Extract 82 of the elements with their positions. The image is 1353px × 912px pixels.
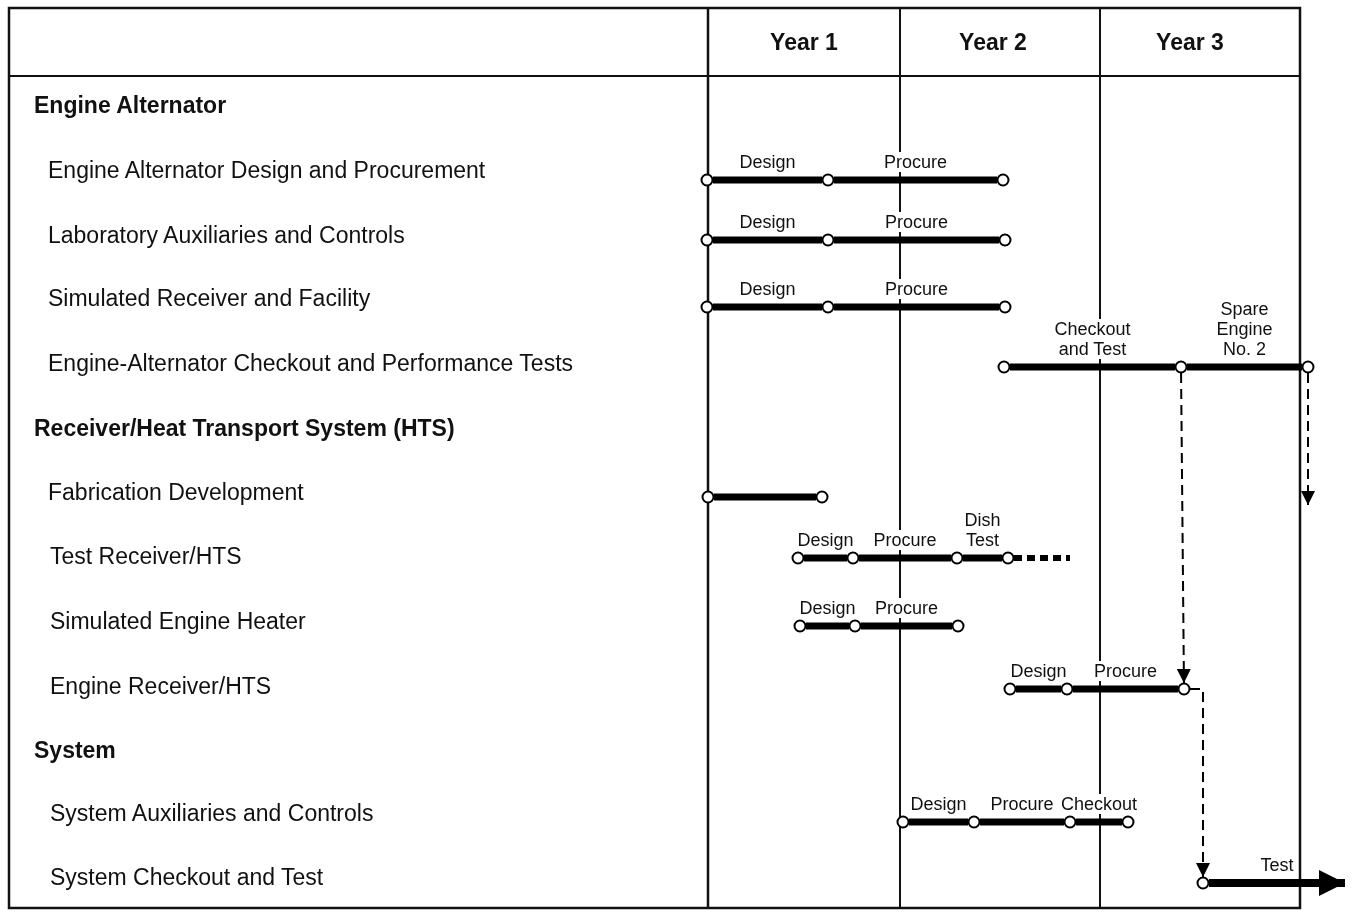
milestone-circle: [821, 300, 835, 314]
task-bar: [804, 554, 847, 562]
edge-label: Design: [737, 212, 798, 232]
edge-label: Procure: [871, 530, 939, 550]
dashed-arrow: [1301, 372, 1315, 506]
edge-label: Design: [1008, 661, 1069, 681]
edge-label: Checkout: [1059, 794, 1139, 814]
edge-label: Procure: [882, 152, 949, 172]
column-header: Year 3: [1156, 28, 1224, 56]
edge-label: Design: [797, 598, 858, 618]
milestone-circle: [700, 173, 714, 187]
milestone-circle: [701, 490, 715, 504]
row-label: Engine-Alternator Checkout and Performance Tests: [48, 349, 574, 377]
dashed-arrow: [1176, 372, 1191, 684]
edge-label: Design: [795, 530, 856, 550]
edge-label: Procure: [883, 279, 950, 299]
row-label: System Auxiliaries and Controls: [50, 799, 374, 827]
task-bar: [1073, 685, 1178, 693]
milestone-circle: [1060, 682, 1074, 696]
task-bar: [834, 176, 997, 184]
milestone-circle: [998, 233, 1012, 247]
milestone-circle: [951, 619, 965, 633]
task-bar: [980, 818, 1064, 826]
milestone-circle: [821, 233, 835, 247]
section-heading: Engine Alternator: [34, 91, 227, 119]
row-label: Engine Receiver/HTS: [50, 672, 272, 700]
milestone-circle: [1001, 551, 1015, 565]
row-label: Test Receiver/HTS: [50, 542, 242, 570]
milestone-circle: [700, 300, 714, 314]
milestone-circle: [997, 360, 1011, 374]
section-heading: System: [34, 736, 116, 764]
milestone-circle: [1121, 815, 1135, 829]
edge-label: Design: [737, 279, 798, 299]
edge-label: Procure: [883, 212, 950, 232]
task-bar: [713, 303, 822, 311]
milestone-circle: [1174, 360, 1188, 374]
task-bar: [1187, 363, 1302, 371]
task-bar: [859, 554, 951, 562]
task-bar: [1076, 818, 1122, 826]
milestone-circle: [996, 173, 1010, 187]
milestone-circle: [1003, 682, 1017, 696]
task-bar: [963, 554, 1002, 562]
task-bar: [713, 176, 822, 184]
edge-label: Procure: [1092, 661, 1159, 681]
milestone-circle: [896, 815, 910, 829]
edge-label: Design: [908, 794, 969, 814]
row-label: System Checkout and Test: [50, 863, 324, 891]
row-label: Laboratory Auxiliaries and Controls: [48, 221, 405, 249]
milestone-circle: [848, 619, 862, 633]
dashed-arrow: [1189, 688, 1210, 878]
task-bar: [714, 493, 816, 501]
edge-label: Design: [737, 152, 798, 172]
milestone-circle: [998, 300, 1012, 314]
dashed-line: [1014, 555, 1070, 561]
task-bar: [713, 236, 822, 244]
row-label: Engine Alternator Design and Procurement: [48, 156, 486, 184]
task-bar: [834, 303, 999, 311]
edge-label: Procure: [873, 598, 940, 618]
task-bar: [834, 236, 999, 244]
milestone-circle: [1177, 682, 1191, 696]
task-bar: [909, 818, 968, 826]
milestone-circle: [1063, 815, 1077, 829]
task-bar: [806, 622, 849, 630]
row-label: Fabrication Development: [48, 478, 304, 506]
milestone-circle: [791, 551, 805, 565]
milestone-circle: [846, 551, 860, 565]
task-bar: [1016, 685, 1061, 693]
row-label: Simulated Receiver and Facility: [48, 284, 371, 312]
milestone-circle: [1301, 360, 1315, 374]
milestone-circle: [1196, 876, 1210, 890]
task-bar: [1010, 363, 1175, 371]
section-heading: Receiver/Heat Transport System (HTS): [34, 414, 455, 442]
milestone-circle: [815, 490, 829, 504]
milestone-circle: [821, 173, 835, 187]
milestone-circle: [793, 619, 807, 633]
milestone-circle: [967, 815, 981, 829]
row-label: Simulated Engine Heater: [50, 607, 306, 635]
column-header: Year 2: [959, 28, 1027, 56]
task-bar: [861, 622, 952, 630]
milestone-circle: [700, 233, 714, 247]
column-header: Year 1: [770, 28, 838, 56]
milestone-circle: [950, 551, 964, 565]
